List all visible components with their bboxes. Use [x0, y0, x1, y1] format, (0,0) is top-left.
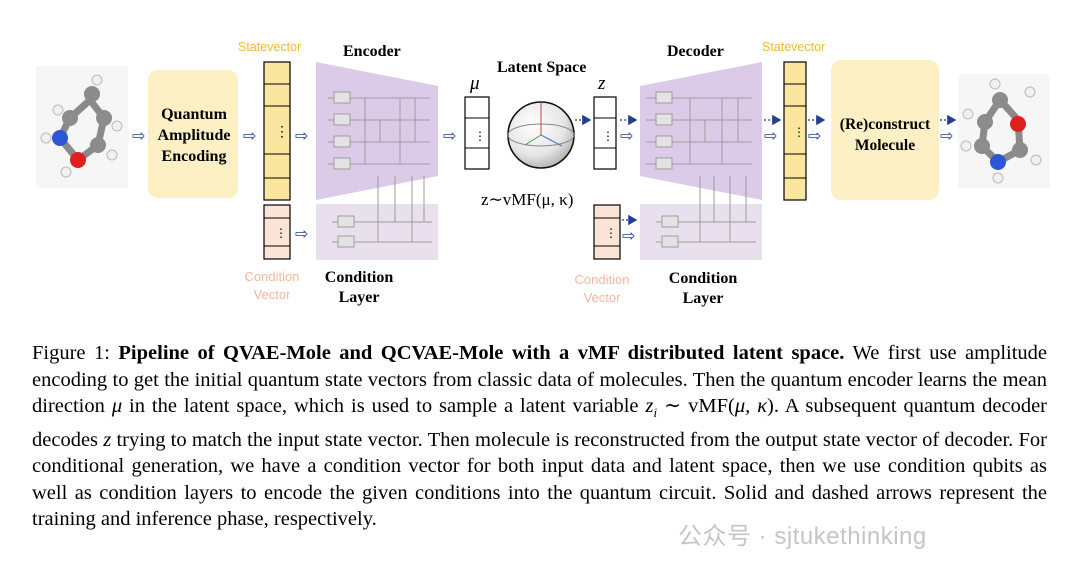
- amplitude-encoding-label: Quantum Amplitude Encoding: [150, 104, 238, 167]
- caption-zi: z: [645, 395, 654, 417]
- svg-text:⋮: ⋮: [602, 129, 614, 143]
- caption-z: z: [103, 428, 112, 451]
- condition-layer-right-label: Condition Layer: [660, 269, 746, 309]
- decoder-label: Decoder: [667, 43, 724, 60]
- mu-vector: ⋮: [464, 96, 490, 170]
- condition-layer-left-box: [316, 204, 438, 260]
- mu-label: μ: [470, 73, 480, 94]
- condition-vector-left-line-2: Vector: [253, 287, 291, 302]
- statevector-right-label: Statevector: [762, 40, 826, 54]
- encoder-label: Encoder: [343, 43, 401, 60]
- watermark-text: 公众号 · sjtukethinking: [678, 523, 927, 550]
- hollow-arrow-icon: ⇨: [940, 126, 953, 145]
- vmf-sampling-label: z∼vMF(μ, κ): [481, 190, 574, 209]
- amplitude-encoding-box: [148, 70, 238, 198]
- condition-vector-right-line-1: Condition: [574, 272, 630, 287]
- statevector-left: ⋮: [263, 61, 291, 201]
- condition-vector-right-line-2: Vector: [583, 290, 621, 305]
- figure-caption: Figure 1: Pipeline of QVAE-Mole and QCVA…: [32, 340, 1047, 533]
- amplitude-encoding-line-1: Quantum: [161, 106, 227, 123]
- condition-vector-left-line-1: Condition: [244, 269, 300, 284]
- condition-layer-left-label: Condition Layer: [316, 268, 402, 308]
- hollow-arrow-icon: ⇨: [764, 126, 777, 145]
- svg-text:⋮: ⋮: [275, 125, 289, 140]
- encoder-circuit: [316, 62, 438, 200]
- condition-layer-left-line-1: Condition: [324, 269, 394, 286]
- svg-text:⋮: ⋮: [275, 226, 287, 240]
- latent-sphere: [507, 101, 575, 169]
- statevector-right: ⋮: [783, 61, 807, 201]
- pipeline-svg: ⇨ ⇨ ⋮ ⋮ ⇨ ⇨: [36, 60, 1050, 260]
- input-molecule-image: [36, 66, 128, 188]
- decoder-circuit: [640, 62, 762, 200]
- caption-body-3: ). A subsequent quantum decoder decodes: [32, 395, 1047, 451]
- reconstruct-line-1: (Re)construct: [839, 116, 931, 133]
- condition-vector-right-label: Condition Vector: [566, 271, 638, 307]
- reconstruct-molecule-box: [831, 60, 939, 200]
- caption-title: Pipeline of QVAE-Mole and QCVAE-Mole wit…: [118, 342, 845, 364]
- latent-space-label: Latent Space: [497, 59, 587, 76]
- pipeline-diagram: ⇨ ⇨ ⋮ ⋮ ⇨ ⇨: [36, 40, 1050, 309]
- statevector-left-label: Statevector: [238, 40, 302, 54]
- condition-layer-left-line-2: Layer: [338, 289, 380, 306]
- hollow-arrow-icon: ⇨: [295, 126, 308, 145]
- caption-body-4: trying to match the input state vector. …: [32, 428, 1048, 531]
- hollow-arrow-icon: ⇨: [622, 226, 635, 245]
- output-molecule-image: [958, 74, 1050, 188]
- hollow-arrow-icon: ⇨: [243, 126, 256, 145]
- caption-body-1: We first use amplitude encoding to get t…: [32, 342, 1048, 417]
- caption-zi-sub: i: [653, 405, 658, 421]
- svg-text:⋮: ⋮: [605, 226, 617, 240]
- caption-mu-kappa: μ, κ: [734, 395, 768, 417]
- condition-vector-left: ⋮: [263, 204, 291, 260]
- svg-text:⋮: ⋮: [793, 125, 805, 139]
- condition-layer-right-line-1: Condition: [668, 270, 738, 287]
- figure-label: Figure 1:: [32, 342, 110, 364]
- condition-layer-right-box: [640, 204, 762, 260]
- reconstruct-molecule-label: (Re)construct Molecule: [829, 114, 941, 156]
- hollow-arrow-icon: ⇨: [443, 126, 456, 145]
- hollow-arrow-icon: ⇨: [620, 126, 633, 145]
- caption-body-2: in the latent space, which is used to sa…: [122, 395, 646, 417]
- hollow-arrow-icon: ⇨: [295, 224, 308, 243]
- z-label: z: [598, 73, 606, 94]
- svg-text:⋮: ⋮: [474, 129, 486, 143]
- z-vector: ⋮: [593, 96, 617, 170]
- condition-layer-right-line-2: Layer: [682, 290, 724, 307]
- amplitude-encoding-line-3: Encoding: [161, 148, 227, 165]
- caption-sim-vmf: ∼ vMF(: [657, 395, 735, 417]
- hollow-arrow-icon: ⇨: [808, 126, 821, 145]
- amplitude-encoding-line-2: Amplitude: [157, 127, 231, 144]
- condition-vector-right: ⋮: [593, 204, 621, 260]
- caption-mu: μ: [111, 395, 123, 417]
- reconstruct-line-2: Molecule: [854, 137, 916, 154]
- hollow-arrow-icon: ⇨: [132, 126, 145, 145]
- condition-vector-left-label: Condition Vector: [236, 268, 308, 304]
